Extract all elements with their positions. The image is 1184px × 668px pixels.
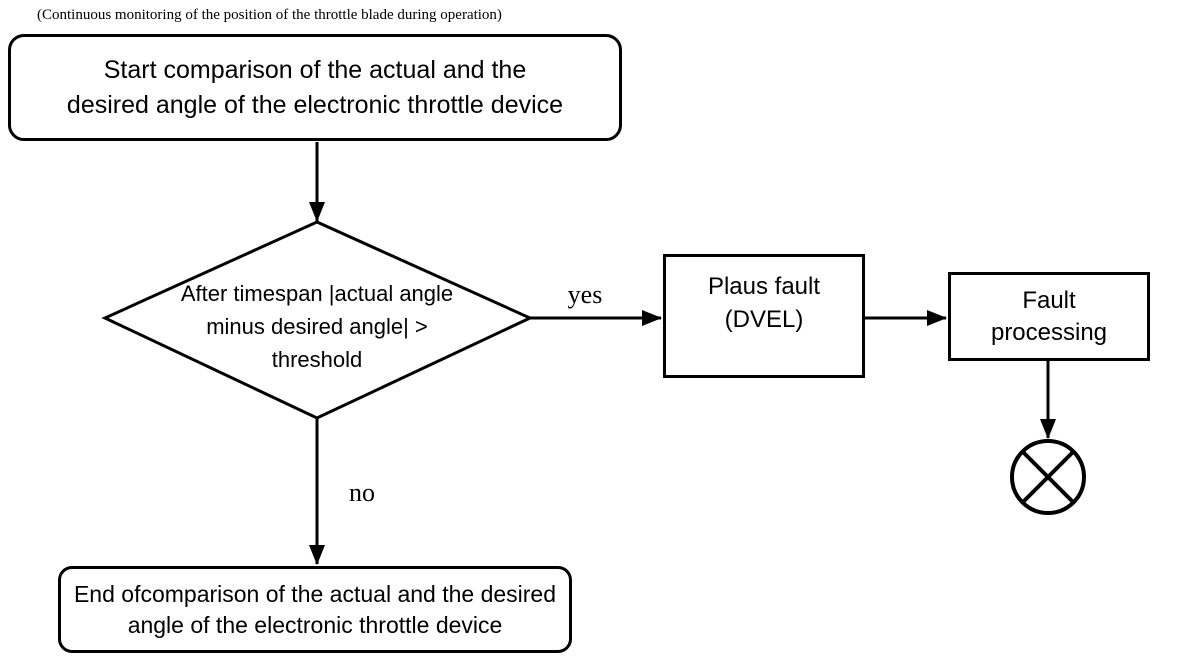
node-plaus-fault-text-line-1: Plaus fault xyxy=(707,273,821,300)
node-end-text-line-2: angle of the electronic throttle device xyxy=(127,611,503,638)
node-start-terminator: Start comparison of the actual and the d… xyxy=(8,34,622,141)
node-decision-text-line-3: threshold xyxy=(271,347,363,372)
node-plaus-fault-text-line-2: (DVEL) xyxy=(724,306,804,333)
node-fault-processing-text-line-2: processing xyxy=(990,318,1108,346)
node-decision-text-line-2: minus desired angle| > xyxy=(206,314,428,339)
node-fault-processing: Fault processing xyxy=(948,272,1150,361)
node-decision-text-line-1: After timespan |actual angle xyxy=(180,281,454,306)
node-decision-text: After timespan |actual angle minus desir… xyxy=(157,277,477,376)
node-end-terminator: End ofcomparison of the actual and the d… xyxy=(58,566,572,653)
node-plaus-fault: Plaus fault (DVEL) xyxy=(663,254,865,378)
node-fault-processing-text-line-1: Fault xyxy=(1022,286,1076,314)
node-end-text-line-1: End ofcomparison of the actual and the d… xyxy=(73,580,557,607)
node-start-text-line-2: desired angle of the electronic throttle… xyxy=(66,90,564,119)
edge-label-yes: yes xyxy=(567,280,603,309)
circle-cross-icon xyxy=(1010,439,1086,515)
diagram-caption: (Continuous monitoring of the position o… xyxy=(37,7,502,23)
node-start-text-line-1: Start comparison of the actual and the xyxy=(103,55,527,84)
edge-label-no: no xyxy=(349,478,375,507)
